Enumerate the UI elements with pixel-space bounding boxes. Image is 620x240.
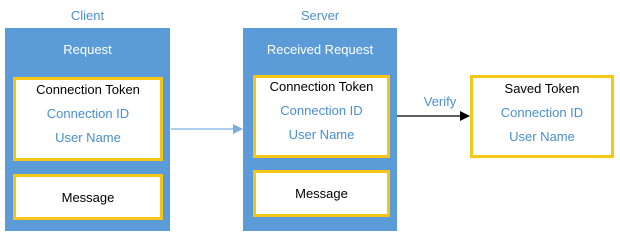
client-message-label: Message [61,189,115,205]
client-connection-token-box: Connection Token Connection ID User Name [13,77,163,161]
client-panel-title: Request [63,42,112,57]
client-caption: Client [70,8,105,23]
saved-token-heading: Saved Token [504,81,580,96]
server-caption: Server [300,8,340,23]
client-panel: Request Connection Token Connection ID U… [5,28,170,231]
server-connection-token-box: Connection Token Connection ID User Name [253,75,390,158]
server-panel: Received Request Connection Token Connec… [243,28,397,231]
server-panel-title: Received Request [266,42,374,57]
saved-token-box: Saved Token Connection ID User Name [470,75,614,158]
server-token-field-user-name: User Name [288,127,355,142]
client-token-field-connection-id: Connection ID [46,106,130,121]
client-message-box: Message [13,174,163,220]
client-token-field-user-name: User Name [55,130,121,145]
saved-token-field-user-name: User Name [509,129,575,144]
server-message-box: Message [253,170,390,217]
server-token-heading: Connection Token [269,79,374,94]
server-message-label: Message [295,186,348,201]
verify-label: Verify [423,94,457,109]
server-token-field-connection-id: Connection ID [280,103,363,118]
client-token-heading: Connection Token [36,82,140,97]
saved-token-field-connection-id: Connection ID [500,105,584,120]
